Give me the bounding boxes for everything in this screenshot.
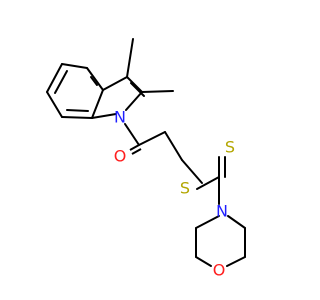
bond bbox=[91, 113, 117, 119]
indole-nitrogen-label: N bbox=[114, 108, 126, 127]
bond bbox=[181, 159, 203, 184]
bond bbox=[66, 109, 89, 112]
bond bbox=[86, 67, 104, 91]
bond bbox=[226, 256, 246, 267]
carbonyl-bond bbox=[129, 144, 142, 155]
bond bbox=[90, 76, 98, 86]
bond bbox=[102, 76, 128, 91]
morpholine-nitrogen-label: N bbox=[216, 202, 228, 221]
bond bbox=[124, 123, 140, 146]
bond bbox=[54, 70, 68, 94]
bond bbox=[130, 82, 145, 97]
morpholine-oxygen-label: O bbox=[213, 261, 226, 280]
bond bbox=[164, 131, 183, 161]
bond bbox=[126, 76, 143, 93]
chemical-structure: N O S S N O bbox=[0, 0, 300, 300]
bond bbox=[46, 91, 63, 118]
bond bbox=[126, 38, 134, 78]
background bbox=[0, 0, 300, 300]
bond bbox=[61, 116, 93, 119]
carbonyl-oxygen-label: O bbox=[114, 147, 127, 166]
thioether-sulfur-label: S bbox=[180, 179, 190, 198]
bond bbox=[196, 176, 220, 190]
bond bbox=[138, 131, 166, 146]
bond bbox=[91, 89, 104, 119]
bond bbox=[129, 144, 140, 151]
thione-sulfur-label: S bbox=[225, 138, 235, 157]
bond bbox=[141, 90, 174, 93]
bond bbox=[227, 215, 246, 229]
bond bbox=[195, 256, 212, 267]
bond bbox=[125, 91, 143, 111]
bond bbox=[46, 63, 63, 93]
bonds bbox=[46, 38, 246, 267]
bond bbox=[131, 148, 142, 155]
bond bbox=[195, 215, 220, 229]
bond bbox=[61, 63, 88, 69]
